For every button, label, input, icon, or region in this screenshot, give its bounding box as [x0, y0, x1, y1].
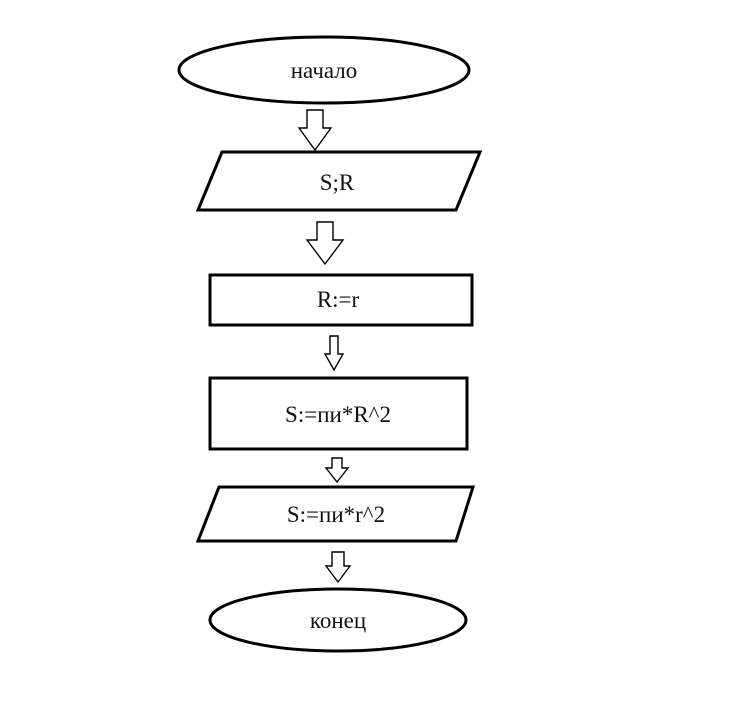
assign-process-block: R:=r [208, 273, 474, 327]
arrow-down-icon [297, 109, 333, 152]
input-block: S;R [195, 150, 483, 212]
start-label: начало [291, 58, 358, 83]
arrow-down-icon [324, 457, 350, 484]
input-parallelogram [195, 150, 483, 212]
compute-process-block: S:=пи*R^2 [208, 376, 469, 451]
start-ellipse [177, 35, 471, 105]
output-block: S:=пи*r^2 [195, 485, 476, 543]
arrow-down-icon [305, 221, 345, 266]
compute-rectangle [208, 376, 469, 451]
assign-rectangle [208, 273, 474, 327]
compute-label: S:=пи*R^2 [285, 402, 391, 427]
output-label: S:=пи*r^2 [287, 502, 385, 527]
input-label: S;R [320, 170, 355, 195]
end-ellipse [208, 587, 468, 653]
output-parallelogram [195, 485, 476, 543]
end-label: конец [310, 608, 366, 633]
start-terminator: начало [177, 35, 471, 105]
assign-label: R:=r [317, 287, 360, 312]
end-terminator: конец [208, 587, 468, 653]
arrow-down-icon [324, 551, 352, 584]
arrow-down-icon [323, 335, 345, 372]
